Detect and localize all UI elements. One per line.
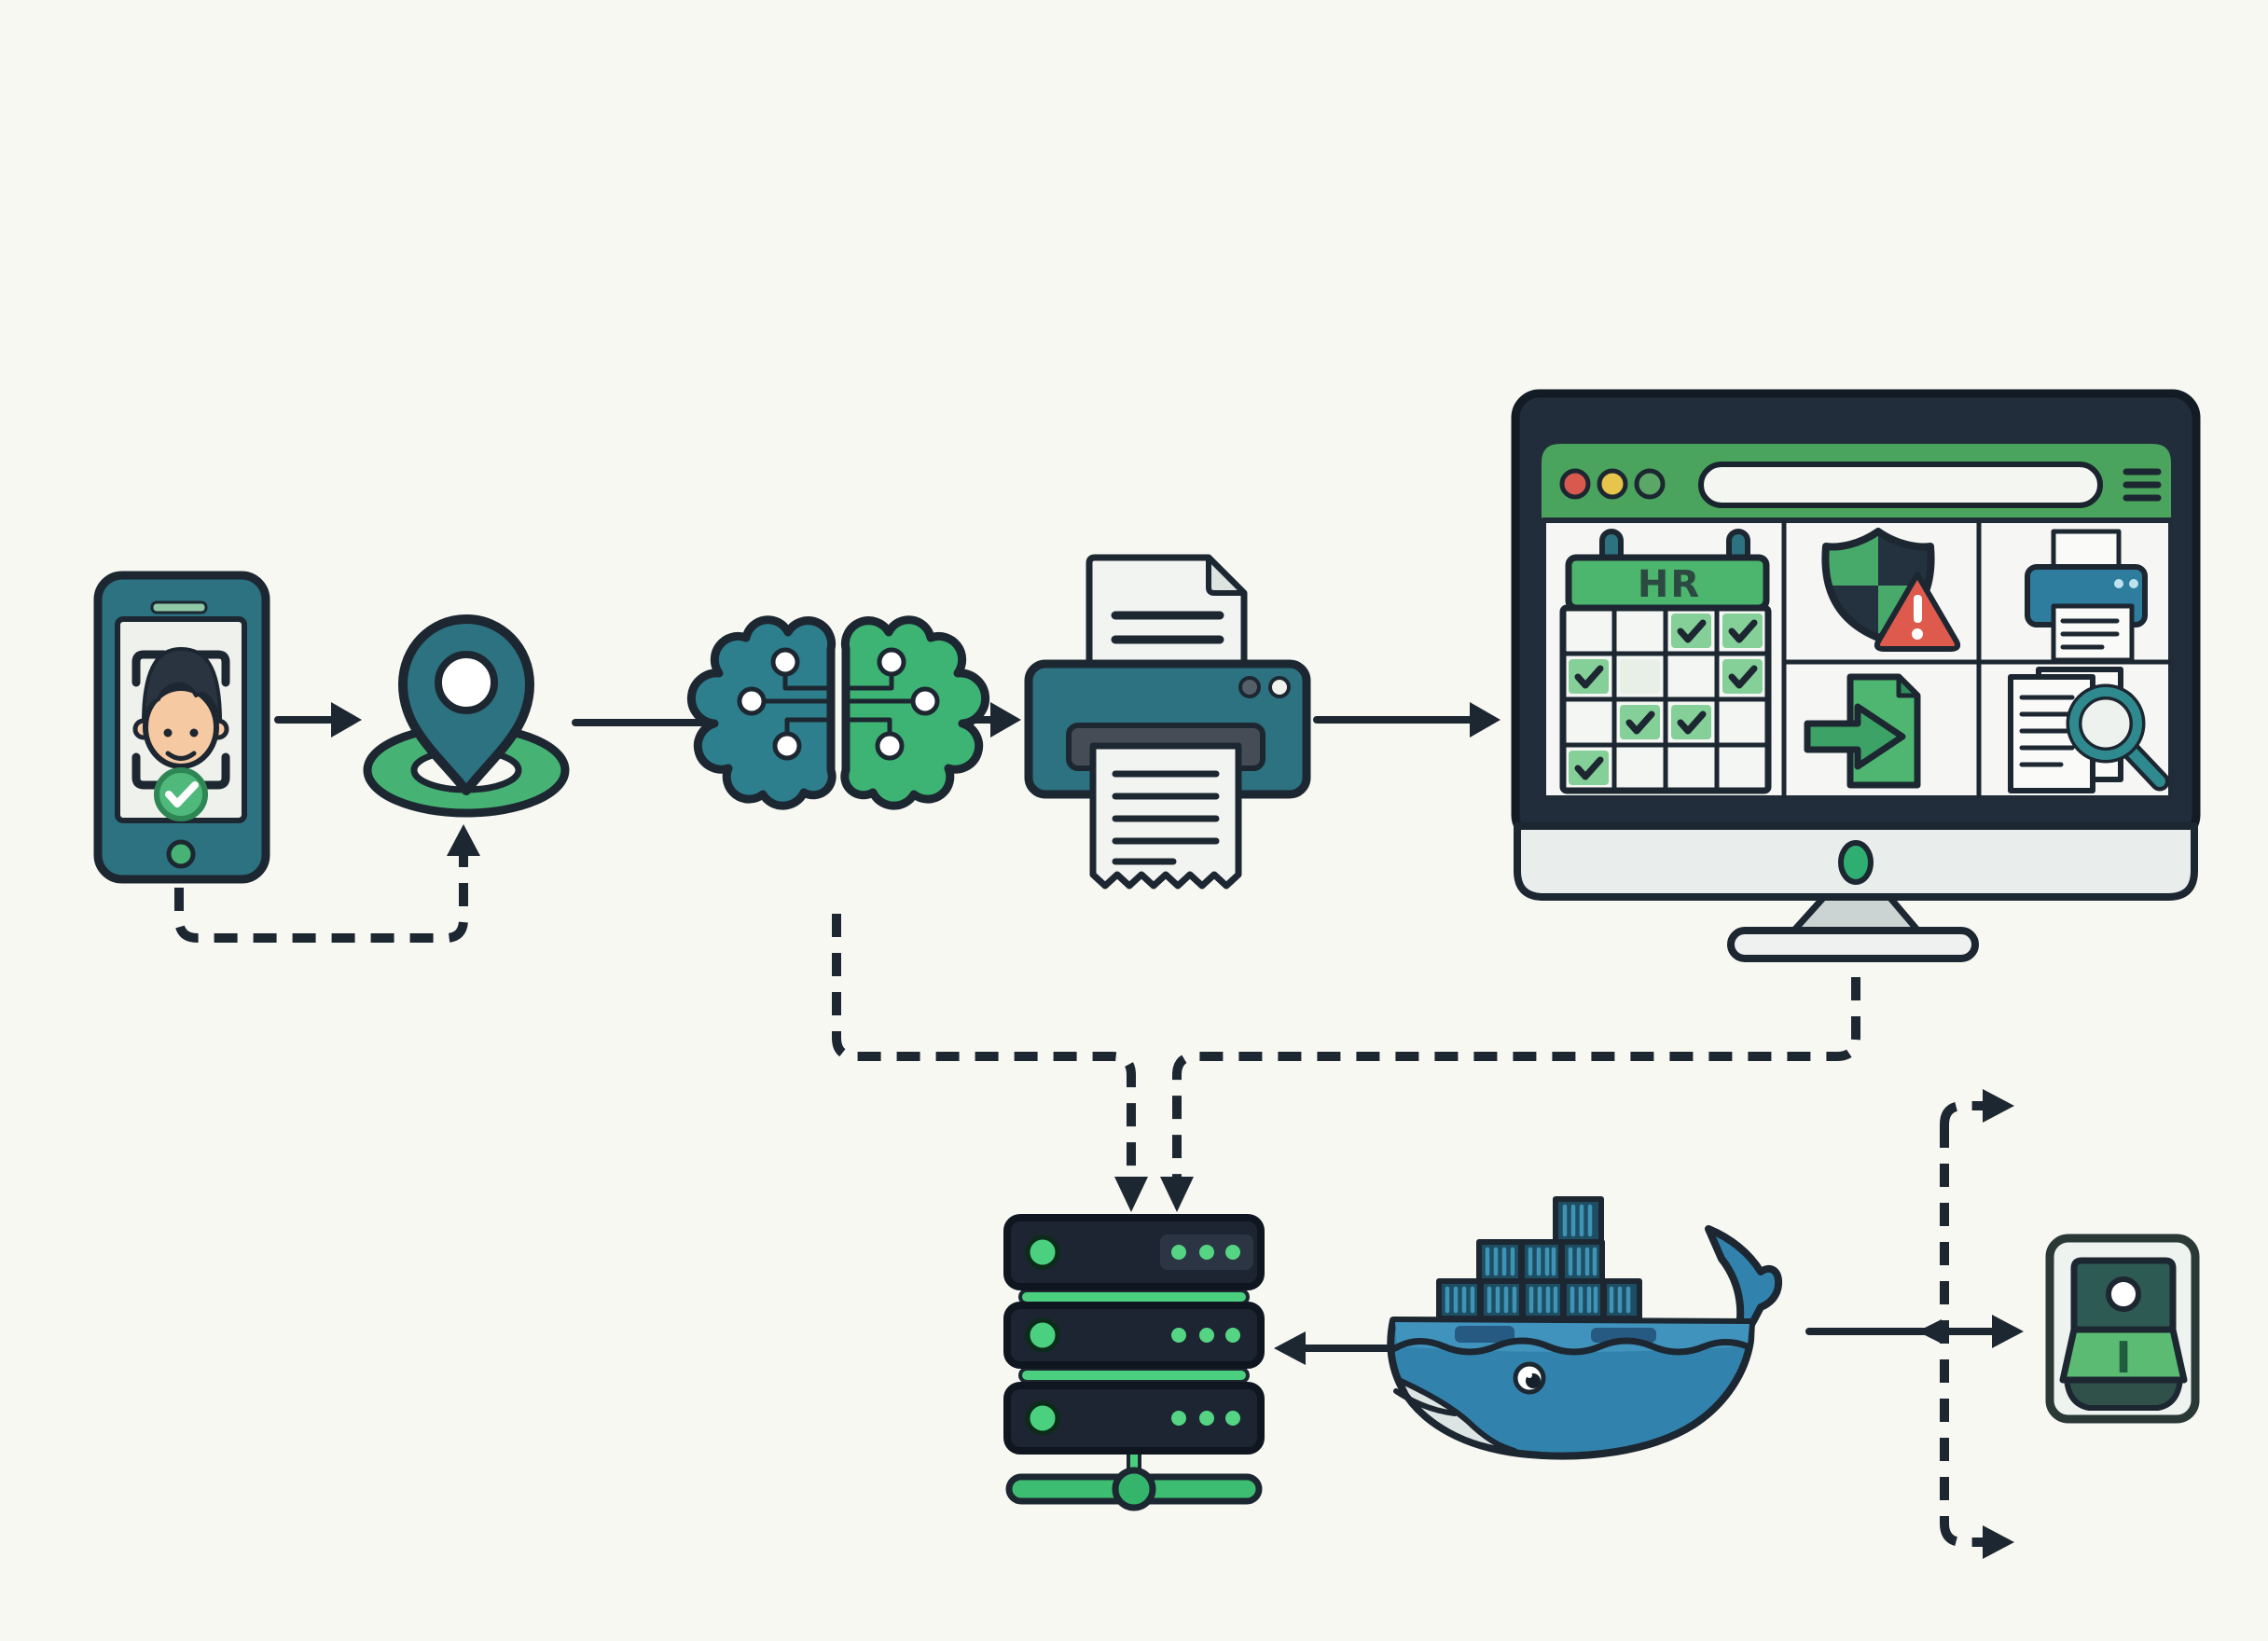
docker-whale-containers-icon xyxy=(1387,1196,1783,1460)
server-unit xyxy=(1003,1302,1265,1369)
server-led-dots xyxy=(1171,1245,1240,1426)
hr-calendar-label: HR xyxy=(1638,563,1701,606)
printer-indicator-dot xyxy=(1268,676,1291,698)
switch-green-half xyxy=(2059,1326,2188,1384)
brain-left-half xyxy=(686,615,837,810)
browser-chrome xyxy=(1542,444,2171,522)
whale-mouth xyxy=(1393,1388,1458,1416)
hamburger-menu-icon xyxy=(2123,468,2162,502)
arrow-docker-to-switch xyxy=(1805,1315,2024,1348)
container-stripes xyxy=(1445,1204,1631,1314)
dashed-arrow-phone-to-pin xyxy=(174,824,480,943)
check-badge-icon xyxy=(154,767,208,821)
printer-indicator-dot xyxy=(1238,676,1261,698)
ai-brain-circuit-icon xyxy=(686,615,990,810)
dashed-fanout-right xyxy=(1940,1089,2014,1559)
warning-triangle-icon xyxy=(1874,572,1961,652)
dashed-arrow-brain-to-server xyxy=(832,914,1148,1212)
document-search-tile xyxy=(2008,667,2170,793)
calendar-check-cells xyxy=(1569,614,1763,785)
hr-calendar-tile: HR xyxy=(1559,529,1772,794)
url-bar xyxy=(1698,462,2103,508)
brain-right-half xyxy=(840,615,990,810)
dashed-arrow-monitor-to-server xyxy=(1160,977,1860,1212)
monitor-base xyxy=(1727,927,1979,962)
smartphone-face-scan-icon xyxy=(93,571,270,884)
phone-home-button xyxy=(166,839,196,869)
arrow-phone-to-pin xyxy=(274,702,362,738)
whale-tail xyxy=(1705,1225,1783,1356)
traffic-light-yellow xyxy=(1597,468,1628,500)
server-rack-network-icon xyxy=(1003,1214,1265,1511)
location-pin-icon xyxy=(363,614,570,818)
power-rocker-switch-icon: I xyxy=(2045,1234,2200,1424)
junction-arrowhead xyxy=(1917,1319,1942,1344)
traffic-light-red xyxy=(1559,468,1591,500)
switch-on-label: I xyxy=(2115,1332,2131,1383)
magnifier-icon xyxy=(2066,683,2170,792)
arrow-docker-to-server xyxy=(1274,1331,1393,1365)
face-scan-frame-icon xyxy=(131,650,230,790)
connectors xyxy=(174,702,2024,1559)
printer-tile xyxy=(2025,529,2148,663)
hr-dashboard: HR xyxy=(1541,517,2174,801)
monitor-power-button xyxy=(1838,840,1874,885)
desktop-monitor-icon: HR xyxy=(1511,389,2201,962)
server-unit xyxy=(1003,1382,1265,1455)
user-face-icon xyxy=(132,647,229,769)
traffic-light-green xyxy=(1634,468,1666,500)
arrow-printer-to-monitor xyxy=(1313,702,1500,738)
whale-eye xyxy=(1513,1361,1546,1395)
brain-circuit-nodes xyxy=(737,647,940,761)
switch-bottom-lip xyxy=(2064,1375,2183,1411)
whale-waterline xyxy=(1391,1337,1751,1356)
document-export-tile xyxy=(1804,673,1921,789)
printer-receipt-icon xyxy=(1024,554,1311,889)
phone-speaker xyxy=(150,600,208,614)
